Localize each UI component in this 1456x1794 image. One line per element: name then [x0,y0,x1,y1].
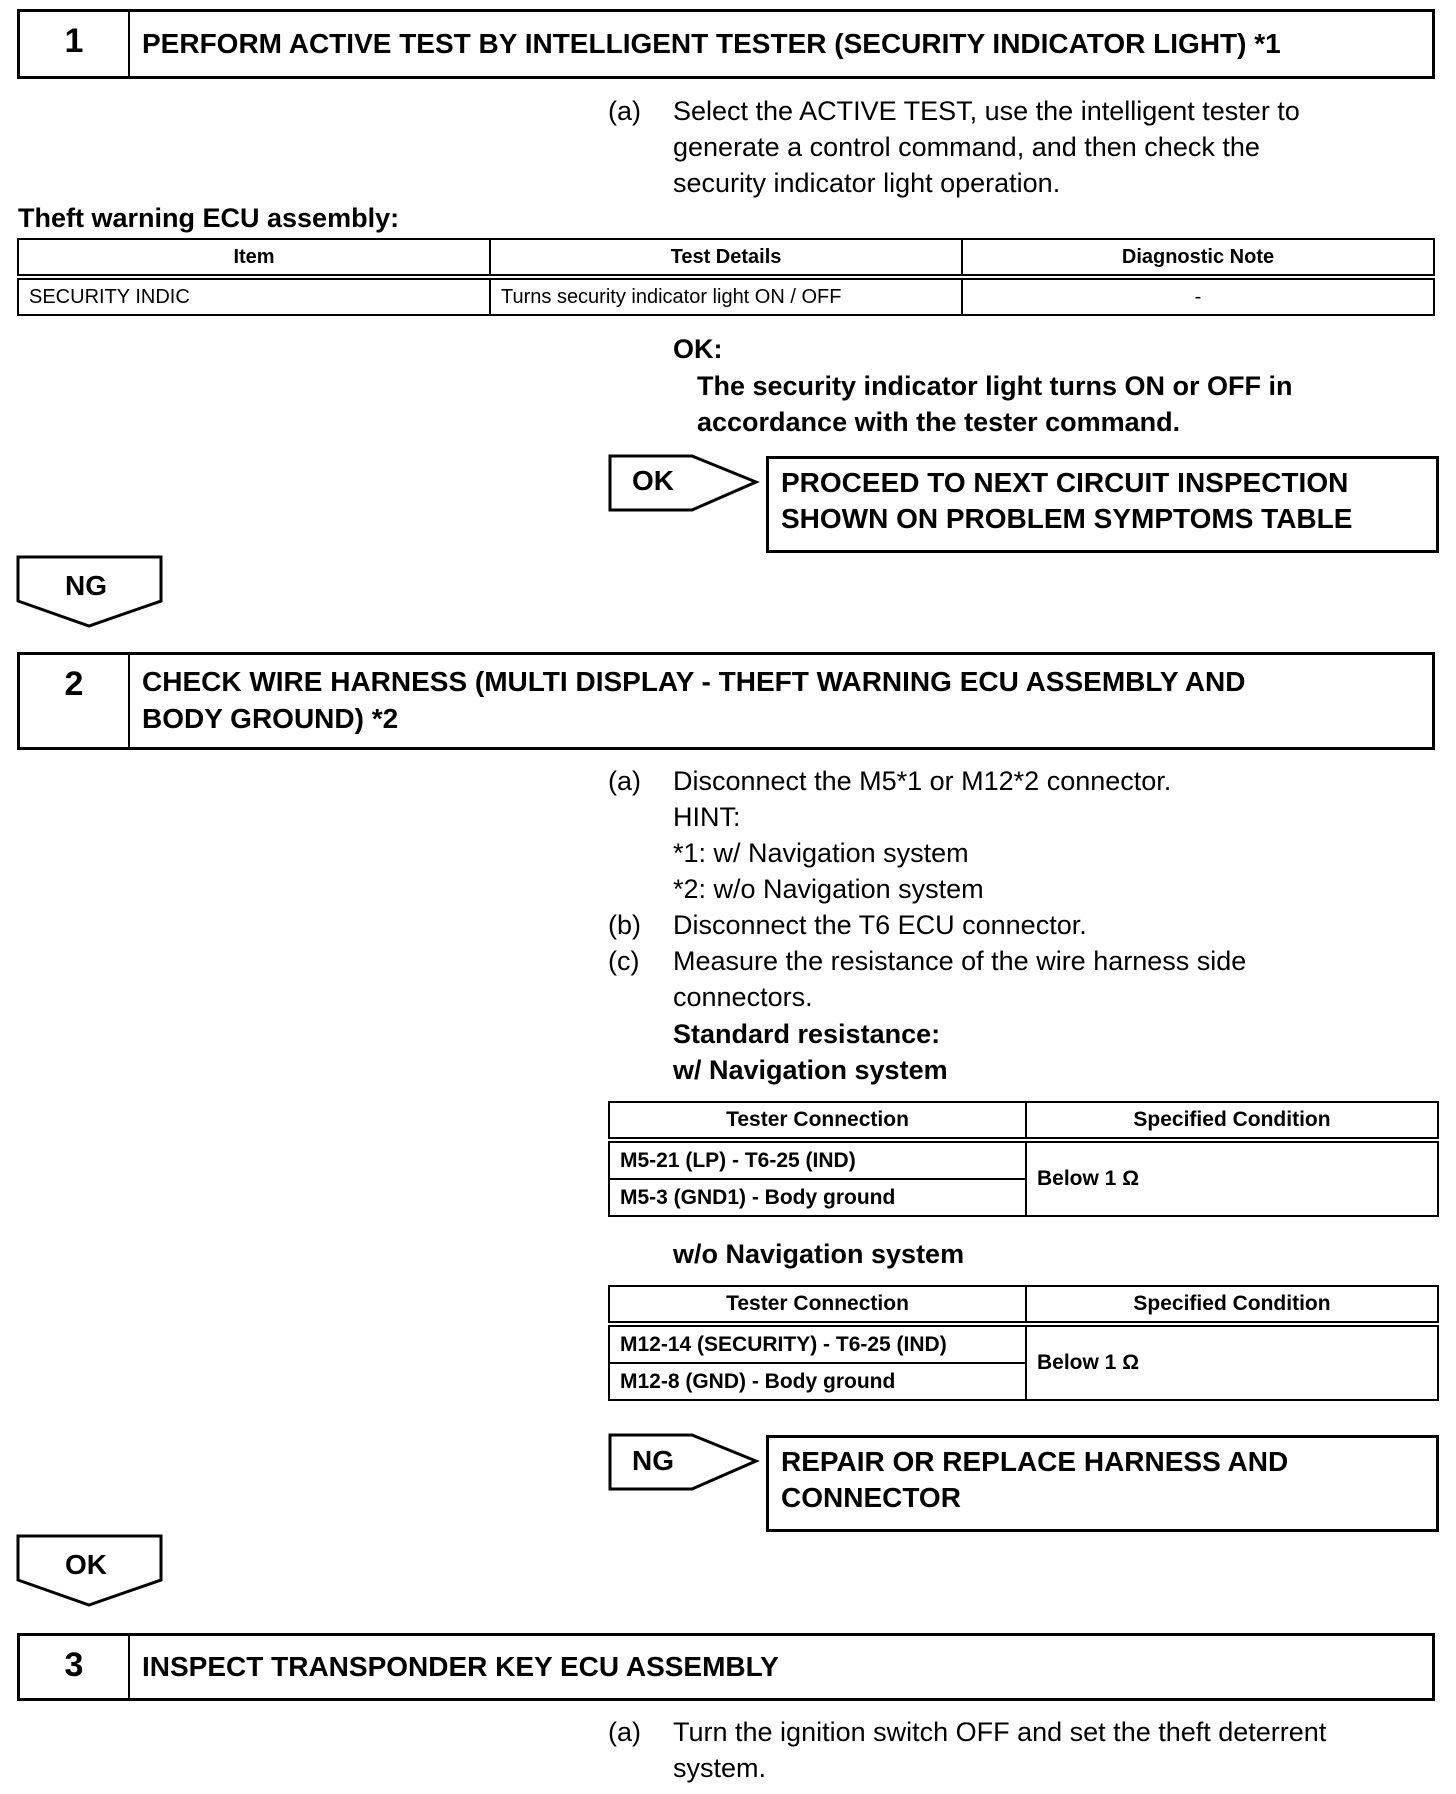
instruction-line: Turn the ignition switch OFF and set the… [673,1717,1327,1747]
column-header: Diagnostic Note [961,238,1435,280]
ok-down-arrow-icon [16,1534,163,1607]
instruction-marker: (b) [608,910,641,940]
ok-result-box: PROCEED TO NEXT CIRCUIT INSPECTION SHOWN… [766,456,1439,553]
instruction-marker: (a) [608,96,641,126]
table-row: M5-21 (LP) - T6-25 (IND) Below 1 Ω [608,1139,1439,1217]
with-nav-resistance-table: Tester Connection Specified Condition M5… [608,1101,1439,1217]
hint-label: HINT: [673,802,741,832]
condition-cell: Below 1 Ω [1025,1323,1439,1401]
column-header: Tester Connection [608,1101,1027,1143]
instruction-marker: (a) [608,766,641,796]
instruction-line: Select the ACTIVE TEST, use the intellig… [673,96,1300,126]
step-1-header: 1 PERFORM ACTIVE TEST BY INTELLIGENT TES… [17,9,1435,79]
condition-cell: Below 1 Ω [1025,1139,1439,1217]
step-title-line: CHECK WIRE HARNESS (MULTI DISPLAY - THEF… [142,666,1246,697]
step-number: 3 [20,1636,130,1698]
instruction-line: security indicator light operation. [673,168,1061,198]
step-title: PERFORM ACTIVE TEST BY INTELLIGENT TESTE… [142,28,1281,59]
result-line: REPAIR OR REPLACE HARNESS AND [781,1446,1289,1477]
instruction-text: Disconnect the M5*1 or M12*2 connector. [673,766,1172,796]
table-cell: M5-3 (GND1) - Body ground [608,1178,1027,1217]
hint-line: *1: w/ Navigation system [673,838,969,868]
with-nav-label: w/ Navigation system [673,1055,948,1085]
result-line: SHOWN ON PROBLEM SYMPTOMS TABLE [781,503,1353,534]
ng-result-box: REPAIR OR REPLACE HARNESS AND CONNECTOR [766,1435,1439,1532]
table-cell: SECURITY INDIC [17,276,491,316]
ng-arrow-icon [608,1433,760,1491]
without-nav-resistance-table: Tester Connection Specified Condition M1… [608,1285,1439,1401]
step-title-line: BODY GROUND) *2 [142,703,399,734]
column-header: Tester Connection [608,1285,1027,1327]
table-cell: Turns security indicator light ON / OFF [489,276,963,316]
instruction-marker: (a) [608,1717,641,1747]
step-title: INSPECT TRANSPONDER KEY ECU ASSEMBLY [142,1651,779,1682]
without-nav-label: w/o Navigation system [673,1239,965,1269]
table-row: SECURITY INDIC Turns security indicator … [17,276,1435,316]
table-cell: M12-14 (SECURITY) - T6-25 (IND) [608,1323,1027,1364]
ng-arrow-label: NG [632,1445,674,1476]
instruction-marker: (c) [608,946,640,976]
ok-arrow-label: OK [65,1549,107,1580]
step-2-header: 2 CHECK WIRE HARNESS (MULTI DISPLAY - TH… [17,652,1435,750]
step-number: 1 [20,12,130,76]
column-header: Specified Condition [1025,1285,1439,1327]
hint-line: *2: w/o Navigation system [673,874,984,904]
instruction-text: connectors. [673,982,813,1012]
instruction-line: generate a control command, and then che… [673,132,1260,162]
column-header: Item [17,238,491,280]
ok-criterion: accordance with the tester command. [697,407,1181,437]
result-line: PROCEED TO NEXT CIRCUIT INSPECTION [781,467,1349,498]
table-caption: Theft warning ECU assembly: [18,203,400,233]
table-row: M5-3 (GND1) - Body ground [608,1178,1438,1217]
ok-arrow-label: OK [632,465,674,496]
ng-arrow-label: NG [65,570,107,601]
ok-criterion: The security indicator light turns ON or… [697,371,1293,401]
active-test-table: Item Test Details Diagnostic Note SECURI… [17,238,1435,316]
table-cell: M5-21 (LP) - T6-25 (IND) [608,1139,1027,1180]
step-number: 2 [20,655,130,747]
result-line: CONNECTOR [781,1482,961,1513]
ok-arrow-icon [608,454,760,512]
step-3-header: 3 INSPECT TRANSPONDER KEY ECU ASSEMBLY [17,1633,1435,1701]
step-title: CHECK WIRE HARNESS (MULTI DISPLAY - THEF… [142,663,1422,737]
standard-label: Standard resistance: [673,1019,941,1049]
table-cell: - [961,276,1435,316]
ok-label: OK: [673,334,723,364]
table-row: M12-14 (SECURITY) - T6-25 (IND) Below 1 … [608,1323,1439,1401]
table-cell: M12-8 (GND) - Body ground [608,1362,1027,1401]
table-row: M12-8 (GND) - Body ground [608,1362,1438,1401]
instruction-text: Measure the resistance of the wire harne… [673,946,1247,976]
column-header: Specified Condition [1025,1101,1439,1143]
column-header: Test Details [489,238,963,280]
instruction-text: Disconnect the T6 ECU connector. [673,910,1087,940]
instruction-line: system. [673,1753,767,1783]
ng-down-arrow-icon [16,555,163,628]
